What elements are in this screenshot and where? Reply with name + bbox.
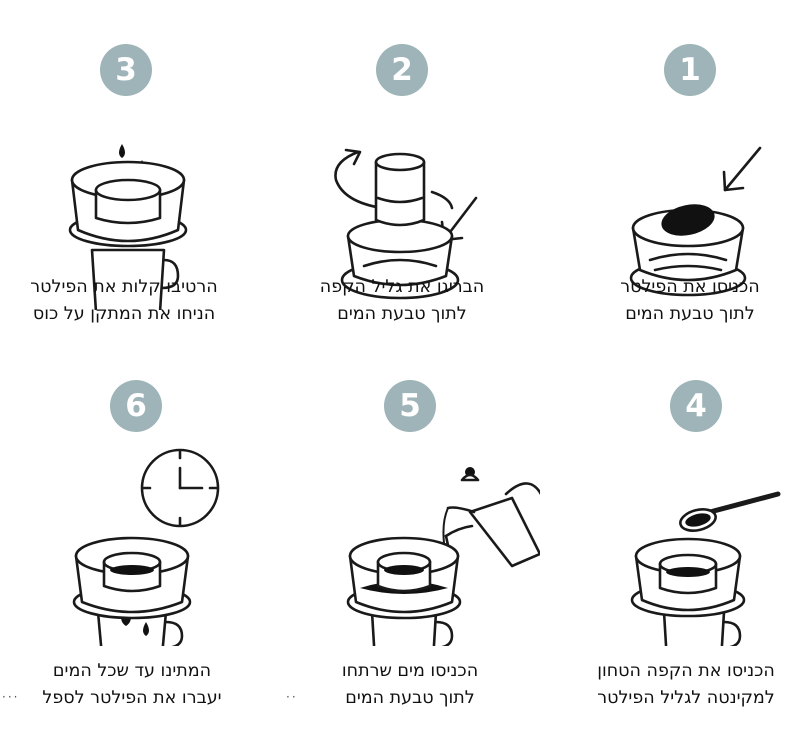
- step-1: 1 הכניסו את הפילטר לתוך טבעת המים: [560, 40, 800, 380]
- step-caption: הבריגו את גליל הקפה לתוך טבעת המים: [319, 277, 485, 324]
- clock-wait-icon: [72, 448, 220, 646]
- spoon-coffee-icon: [630, 491, 781, 646]
- decorative-dots: ···: [2, 690, 20, 704]
- step-6: 6 המ: [0, 376, 260, 716]
- step-number-badge: 3: [100, 44, 152, 96]
- filter-into-ring-icon: [629, 146, 762, 297]
- step-number-badge: 4: [670, 380, 722, 432]
- kettle-pour-icon: [346, 467, 540, 646]
- step-number-badge: 2: [376, 44, 428, 96]
- screw-cylinder-icon: [334, 148, 478, 300]
- step-caption: הרטיבו קלות את הפילטר הניחו את המתקן על …: [30, 277, 218, 324]
- step-5: 5 הכניסו מים שרתחו: [280, 376, 540, 716]
- step-4: 4 הכניסו את הקפה הטחון למקינטה לגליל הפי…: [560, 376, 800, 716]
- step-caption: הכניסו מים שרתחו לתוך טבעת המים: [341, 661, 479, 708]
- step-caption: המתינו עד שכל המים יעברו את הפילטר לספל: [42, 661, 222, 708]
- step-number-badge: 5: [384, 380, 436, 432]
- step-number-badge: 6: [110, 380, 162, 432]
- step-3: 3 הרטיבו קלות את הפילטר הניחו את המתקן ע…: [0, 40, 260, 380]
- step-caption: הכניסו את הקפה הטחון למקינטה לגליל הפילט…: [597, 661, 775, 708]
- step-caption: הכניסו את הפילטר לתוך טבעת המים: [620, 277, 760, 324]
- decorative-dots: ··: [286, 690, 298, 704]
- step-number-badge: 1: [664, 44, 716, 96]
- step-2: 2 הבריגו את גליל הקפה לתוך טבעת המים: [272, 40, 532, 380]
- wet-filter-on-cup-icon: [68, 144, 188, 310]
